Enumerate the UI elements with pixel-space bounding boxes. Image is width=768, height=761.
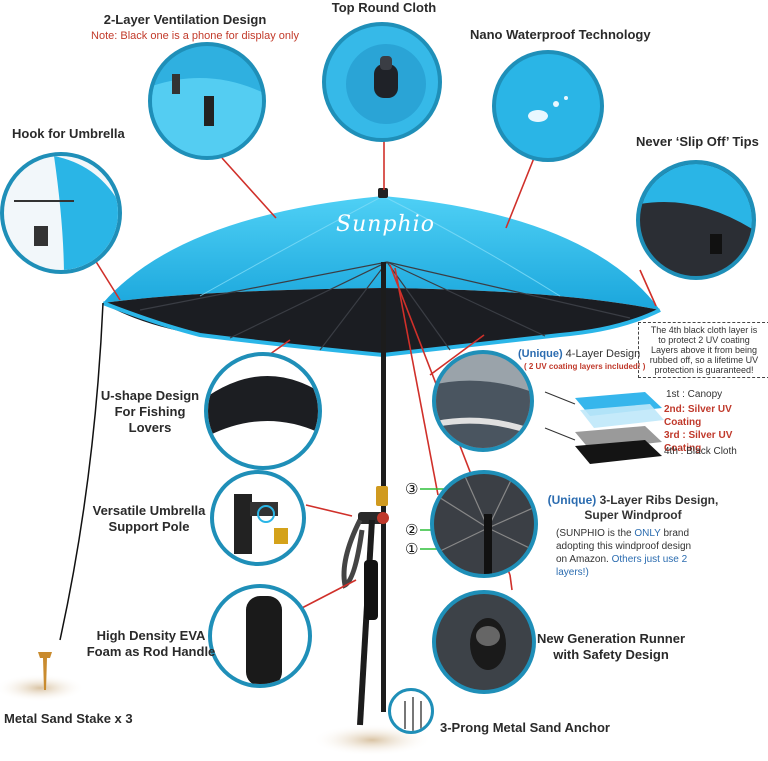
uv-note-line-4: rubbed off, so a lifetime UV <box>649 355 759 365</box>
nano-waterproof-circle <box>492 50 604 162</box>
layer-4-label: 4th : Black Cloth <box>664 446 737 457</box>
ribs-desc-3: adopting this windproof design <box>556 541 692 552</box>
runner-line-1: New Generation Runner <box>536 631 686 646</box>
rib-number-1: ① <box>405 541 419 558</box>
ribs-description: (SUNPHIO is the ONLY brand adopting this… <box>556 527 706 579</box>
layer-detail-circle <box>432 350 534 452</box>
ribs-desc-only: ONLY <box>634 528 661 539</box>
ventilation-label: 2-Layer Ventilation Design <box>103 12 267 27</box>
ushape-line-1: U-shape Design <box>100 388 200 403</box>
uv-note-line-3: Layers above it from being <box>650 345 758 355</box>
pole-label: Versatile Umbrella Support Pole <box>84 503 214 535</box>
pole-line-1: Versatile Umbrella <box>92 503 206 518</box>
eva-line-1: High Density EVA <box>96 628 206 643</box>
sand-stake <box>38 652 52 690</box>
rib-number-3: ③ <box>405 481 419 498</box>
stake-label: Metal Sand Stake x 3 <box>4 711 133 726</box>
umbrella-canopy <box>103 196 660 310</box>
nano-label: Nano Waterproof Technology <box>470 27 651 42</box>
four-layer-title: (Unique) 4-Layer Design <box>518 348 640 360</box>
ribs-desc-others: Others just use 2 <box>611 554 688 565</box>
slip-label: Never ‘Slip Off’ Tips <box>636 134 759 149</box>
brand-logo: Sunphio <box>336 212 435 237</box>
ribs-desc-2: brand <box>660 528 690 539</box>
ribs-desc-1: (SUNPHIO is the <box>556 528 635 539</box>
pole-line-2: Support Pole <box>108 519 190 534</box>
pole-detail-circle <box>210 470 306 566</box>
hook-label: Hook for Umbrella <box>12 126 125 141</box>
rib-number-2: ② <box>405 522 419 539</box>
four-layer-title-text: 4-Layer Design <box>562 348 641 360</box>
ventilation-note: Note: Black one is a phone for display o… <box>91 30 299 42</box>
ushape-detail-circle <box>204 352 322 470</box>
uv-note-line-2: to protect 2 UV coating <box>658 335 750 345</box>
runner-label: New Generation Runner with Safety Design <box>536 631 686 663</box>
ventilation-detail-circle <box>148 42 266 160</box>
anchor-label: 3-Prong Metal Sand Anchor <box>440 720 610 735</box>
ribs-title-1: 3-Layer Ribs Design, <box>596 493 719 507</box>
anchor-detail-circle <box>388 688 434 734</box>
ribs-desc-4: on Amazon. <box>556 554 612 565</box>
ribs-unique: (Unique) <box>547 493 597 507</box>
hook-detail-circle <box>0 152 122 274</box>
ribs-desc-5: layers!) <box>556 567 589 578</box>
four-layer-unique: (Unique) <box>518 348 563 360</box>
ushape-line-2: For Fishing Lovers <box>114 404 186 435</box>
layer-3-label: 3rd : Silver UV Coating <box>664 430 733 454</box>
eva-line-2: Foam as Rod Handle <box>86 644 216 659</box>
eva-label: High Density EVA Foam as Rod Handle <box>86 628 216 660</box>
ribs-title-2: Super Windproof <box>584 508 682 522</box>
uv-note-line-5: protection is guaranteed! <box>654 365 754 375</box>
four-layer-sub: ( 2 UV coating layers included! ) <box>524 362 646 371</box>
runner-line-2: with Safety Design <box>553 647 669 662</box>
ushape-label: U-shape Design For Fishing Lovers <box>92 388 208 436</box>
layer-2-label: 2nd: Silver UV Coating <box>664 404 732 428</box>
tips-detail-circle <box>636 160 756 280</box>
top-cloth-label: Top Round Cloth <box>331 0 437 15</box>
ribs-title: (Unique) 3-Layer Ribs Design, Super Wind… <box>542 493 724 523</box>
uv-note-line-1: The 4th black cloth layer is <box>650 325 758 335</box>
eva-handle-circle <box>208 584 312 688</box>
layer-1-label: 1st : Canopy <box>666 389 723 400</box>
runner-detail-circle <box>432 590 536 694</box>
top-cloth-detail-circle <box>322 22 442 142</box>
uv-protection-note: The 4th black cloth layer is to protect … <box>638 322 768 378</box>
ribs-detail-circle <box>430 470 538 578</box>
